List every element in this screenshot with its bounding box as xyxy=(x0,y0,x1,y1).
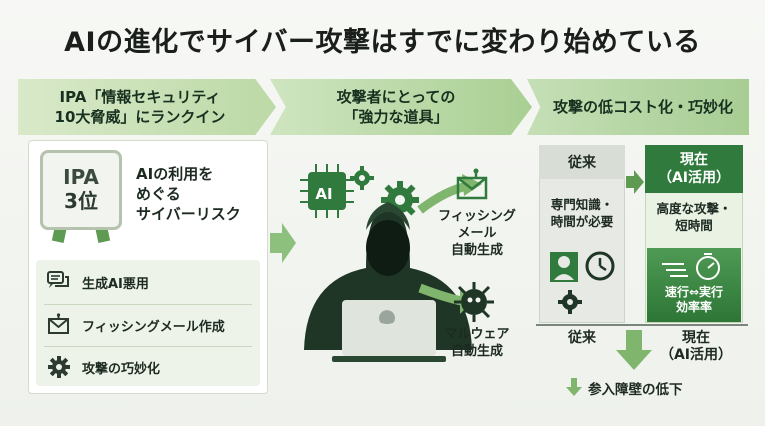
speed-text: 速行⇔実行 効率率 xyxy=(647,285,741,315)
malware-auto-label: マルウェア 自動生成 xyxy=(432,326,522,360)
divider xyxy=(44,346,252,347)
old-requirement: 専門知識・ 時間が必要 xyxy=(541,196,623,230)
page-title: AIの進化でサイバー攻撃はすでに変わり始めている xyxy=(64,27,701,58)
risk-line3: サイバーリスク xyxy=(136,205,241,223)
ai-chip-icon xyxy=(300,164,354,218)
list-item: 生成AI悪用 xyxy=(40,262,256,302)
old-illustration xyxy=(550,251,615,314)
speed-block xyxy=(647,248,741,322)
divider xyxy=(44,304,252,305)
arrow-down-icon xyxy=(616,330,652,370)
arrow-right-icon xyxy=(626,170,644,194)
ai-chip-label: AI xyxy=(315,185,333,203)
badge-rank-text: 3位 xyxy=(64,189,98,213)
arrow-down-icon xyxy=(566,378,582,396)
axis-new-line2: （AI活用） xyxy=(659,347,733,363)
list-item-label: フィッシングメール作成 xyxy=(82,319,225,335)
old-column-head: 従来 xyxy=(539,145,625,179)
axis-new-line1: 現在 xyxy=(682,330,710,346)
badge-ipa-text: IPA xyxy=(63,165,99,189)
axis-new-label: 現在 （AI活用） xyxy=(656,330,736,364)
threat-list xyxy=(36,260,260,386)
phishing-line3: 自動生成 xyxy=(450,243,503,258)
new-head-line1: 現在 xyxy=(680,152,708,168)
arrow-right-icon xyxy=(270,223,296,263)
risk-line2: めぐる xyxy=(136,185,181,203)
header-low-cost: 攻撃の低コスト化・巧妙化 xyxy=(527,79,749,135)
malware-line2: 自動生成 xyxy=(450,344,503,359)
badge-medal: IPA 3位 xyxy=(40,150,122,230)
header-ipa-line2: 10大脅威」にランクイン xyxy=(54,108,226,126)
new-head-line2: （AI活用） xyxy=(657,170,731,186)
chat-icon xyxy=(47,271,69,288)
mail-icon xyxy=(48,313,69,334)
gear-icon xyxy=(558,290,582,314)
axis-old-label: 従来 xyxy=(568,330,596,346)
new-line2: 短時間 xyxy=(675,218,713,233)
new-column-head: 現在 （AI活用） xyxy=(645,145,743,193)
person-icon xyxy=(550,252,578,282)
phishing-auto-label: フィッシング メール 自動生成 xyxy=(432,208,522,259)
malware-icon xyxy=(454,282,494,322)
entry-barrier-label: 参入障壁の低下 xyxy=(588,382,683,398)
gear-icon xyxy=(350,166,374,190)
risk-line1: AIの利用を xyxy=(136,165,214,183)
stopwatch-icon xyxy=(662,253,720,280)
old-line1: 専門知識・ xyxy=(550,197,614,212)
mail-icon xyxy=(456,168,488,200)
header-tool-line2: 「強力な道具」 xyxy=(343,108,449,126)
gear-icon xyxy=(48,356,70,378)
speed-line1: 速行⇔実行 xyxy=(664,285,724,299)
header-attacker-tool: 攻撃者にとっての「強力な道具」 xyxy=(270,79,532,135)
ai-risk-text: AIの利用を めぐる サイバーリスク xyxy=(136,164,241,224)
comparison-baseline xyxy=(536,324,748,326)
ipa-badge: IPA 3位 xyxy=(40,150,122,246)
phishing-line2: メール xyxy=(457,226,497,241)
phishing-line1: フィッシング xyxy=(438,209,516,224)
hacker-illustration xyxy=(300,164,494,362)
list-item: フィッシングメール作成 xyxy=(40,305,256,345)
list-item-label: 攻撃の巧妙化 xyxy=(82,361,161,377)
old-line2: 時間が必要 xyxy=(550,214,614,229)
new-capability: 高度な攻撃・ 短時間 xyxy=(647,200,741,234)
list-item-label: 生成AI悪用 xyxy=(82,276,149,292)
new-line1: 高度な攻撃・ xyxy=(656,201,732,216)
list-item: 攻撃の巧妙化 xyxy=(40,347,256,387)
clock-icon xyxy=(585,251,615,281)
header-tool-line1: 攻撃者にとっての xyxy=(336,88,456,106)
header-ipa-line1: IPA「情報セキュリティ xyxy=(59,88,221,106)
speed-line2: 効率率 xyxy=(675,300,712,314)
header-ipa-ranking: IPA「情報セキュリティ 10大脅威」にランクイン xyxy=(18,79,276,135)
laptop-icon xyxy=(332,300,446,362)
header-low-cost-label: 攻撃の低コスト化・巧妙化 xyxy=(552,98,733,116)
malware-line1: マルウェア xyxy=(444,327,510,342)
